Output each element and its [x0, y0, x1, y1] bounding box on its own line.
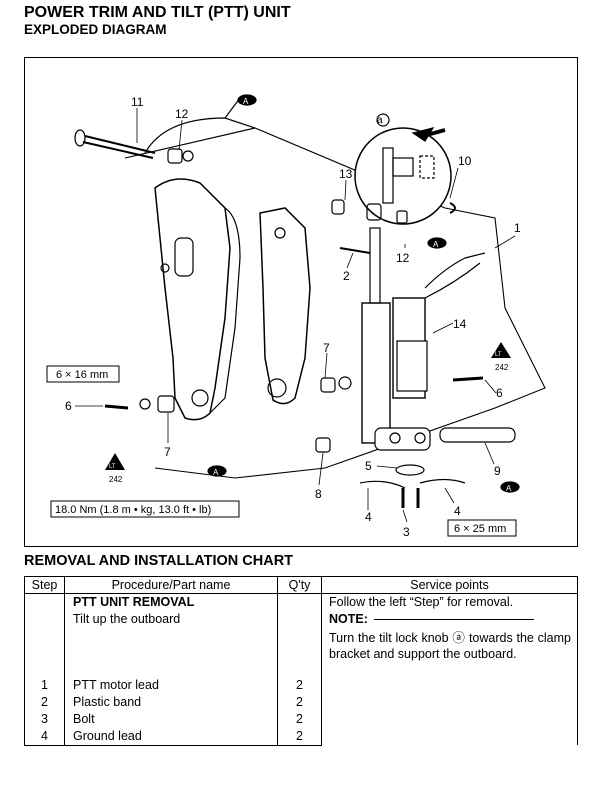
part-cell: Ground lead [73, 728, 142, 743]
qty-cell: 2 [277, 676, 322, 694]
service-intro: Follow the left “Step” for removal. [329, 595, 514, 609]
callout-12-right: 12 [396, 251, 410, 265]
sealant-marker-2: A [427, 237, 447, 249]
pin-11 [74, 129, 156, 159]
page-title: POWER TRIM AND TILT (PTT) UNIT [24, 4, 291, 21]
note-text: Turn the tilt lock knob ⓐ towards the cl… [329, 631, 571, 661]
section-title: PTT UNIT REMOVAL [73, 595, 195, 609]
qty-cell: 2 [277, 710, 322, 728]
svg-text:A: A [433, 240, 439, 249]
callout-2: 2 [343, 269, 350, 283]
svg-text:242: 242 [109, 475, 123, 484]
callout-1: 1 [514, 221, 521, 235]
svg-text:A: A [213, 468, 219, 477]
table-row: 3 Bolt 2 [24, 710, 578, 728]
note-rule [373, 619, 534, 621]
callout-3: 3 [403, 525, 410, 539]
exploded-diagram: A A A A LT 242 LT 242 6 × 16 mm 18.0 Nm … [24, 57, 578, 547]
step-cell: 2 [24, 693, 65, 711]
column-header-qty: Q'ty [277, 576, 322, 594]
part-cell: Bolt [73, 711, 95, 726]
column-header-step: Step [24, 576, 65, 594]
column-header-procedure: Procedure/Part name [64, 576, 278, 594]
callout-13: 13 [339, 167, 353, 181]
section-subtitle: Tilt up the outboard [73, 612, 181, 626]
callout-11: 11 [131, 95, 144, 109]
note-label: NOTE: [329, 612, 368, 626]
part-cell: Plastic band [73, 694, 142, 709]
torque-spec: 18.0 Nm (1.8 m • kg, 13.0 ft • lb) [55, 504, 211, 516]
left-bracket [154, 178, 231, 421]
callout-detail-a: a [377, 115, 383, 126]
step-cell: 1 [24, 676, 65, 694]
callout-4-right: 4 [454, 504, 461, 518]
callout-8: 8 [315, 487, 322, 501]
sealant-marker-3: A [500, 481, 520, 493]
right-bracket [259, 207, 311, 405]
svg-text:LT: LT [109, 464, 116, 470]
chart-title: REMOVAL AND INSTALLATION CHART [24, 553, 294, 569]
callout-14: 14 [453, 317, 467, 331]
detail-view [354, 113, 452, 225]
sealant-marker-4: A [207, 465, 227, 477]
svg-text:242: 242 [495, 363, 509, 372]
callout-7-top: 7 [323, 341, 330, 355]
bolt-spec-bottom: 6 × 25 mm [454, 523, 506, 535]
ptt-unit [361, 227, 486, 451]
svg-text:A: A [506, 484, 512, 493]
callout-6-right: 6 [496, 386, 503, 400]
step-cell: 3 [24, 710, 65, 728]
removal-installation-chart: Step Procedure/Part name Q'ty Service po… [24, 576, 578, 746]
callout-5: 5 [365, 459, 372, 473]
callout-6-left: 6 [65, 399, 72, 413]
loctite-icon-right: LT 242 [491, 342, 511, 372]
step-cell: 4 [24, 727, 65, 746]
table-row: 4 Ground lead 2 [24, 727, 578, 746]
callout-4-left: 4 [365, 510, 372, 524]
qty-cell: 2 [277, 727, 322, 746]
column-header-service-points: Service points [321, 576, 578, 594]
callout-10: 10 [458, 154, 472, 168]
part-cell: PTT motor lead [73, 677, 159, 692]
callout-9: 9 [494, 464, 501, 478]
callout-12-top: 12 [175, 107, 189, 121]
svg-text:A: A [243, 97, 249, 106]
svg-text:LT: LT [495, 352, 502, 358]
sealant-marker-1: A [237, 94, 257, 106]
bolt-spec-left: 6 × 16 mm [56, 369, 108, 381]
table-row: 2 Plastic band 2 [24, 693, 578, 711]
exploded-diagram-drawing: A A A A LT 242 LT 242 6 × 16 mm 18.0 Nm … [46, 94, 546, 539]
callout-7-bottom: 7 [164, 445, 171, 459]
qty-cell: 2 [277, 693, 322, 711]
loctite-icon-left: LT 242 [105, 453, 125, 484]
page-subtitle: EXPLODED DIAGRAM [24, 22, 167, 37]
table-row: 1 PTT motor lead 2 [24, 676, 578, 694]
